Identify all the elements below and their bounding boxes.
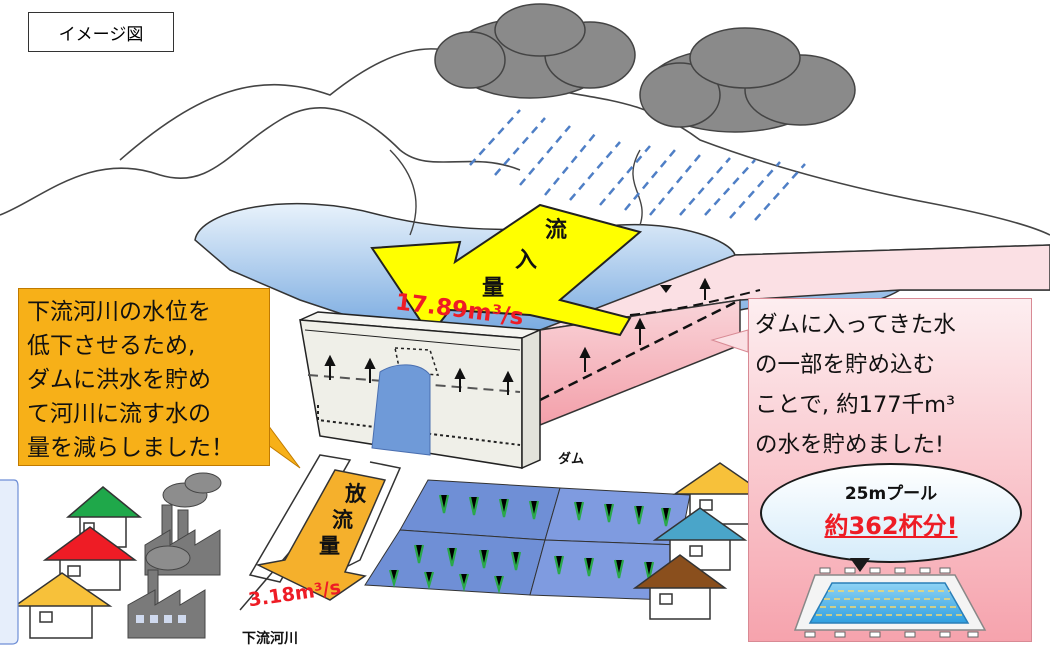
right-explanation-line: ダムに入ってきた水 (755, 312, 956, 338)
left-explanation-line: 量を減らしました！ (27, 435, 234, 461)
pool-count: 約362杯分! (824, 512, 958, 540)
water-level-marker-icon (660, 285, 672, 293)
stream-right (632, 149, 643, 226)
house-icon-3 (12, 572, 113, 639)
right-explanation-line: ことで, 約177千m³ (755, 392, 956, 418)
storm-cloud-icon-2 (639, 27, 856, 133)
left-callout-pointer (267, 423, 301, 469)
left-explanation-line: 低下させるため, (27, 333, 196, 359)
inflow-label-char: 量 (482, 276, 505, 301)
pool-caption: 25mプール (844, 484, 938, 504)
outflow-label-char: 放 (345, 482, 366, 506)
rain-icon (469, 109, 806, 221)
outflow-label-char: 流 (332, 508, 353, 532)
dam-dashed-line (307, 374, 521, 393)
outflow-arrow-icon (255, 469, 387, 601)
figure-label: イメージ図 (28, 12, 174, 52)
house-icon-6 (632, 554, 728, 620)
left-panel-edge (0, 479, 19, 645)
left-explanation-line: 下流河川の水位を (27, 299, 211, 325)
house-icon-2 (42, 526, 138, 591)
dam-label: ダム (558, 452, 585, 467)
swimming-pool-icon (793, 567, 987, 638)
downstream-river-label: 下流河川 (242, 631, 298, 647)
stream-left (389, 149, 417, 236)
storage-dashed-line-2 (629, 289, 761, 316)
storm-cloud-icon (434, 3, 636, 99)
dam-rise-arrows (324, 354, 514, 395)
dam-side (521, 328, 541, 470)
mountain-back (119, 48, 1050, 236)
left-explanation-line: て河川に流す水の (27, 401, 211, 427)
inflow-label-char: 流 (545, 218, 568, 243)
storage-dashed-line (539, 298, 741, 402)
dam-crest-line (304, 329, 521, 351)
right-explanation-line: の一部を貯め込む (755, 352, 936, 378)
left-explanation-line: ダムに洪水を貯め (27, 367, 211, 393)
inflow-arrow-icon (370, 203, 643, 337)
inflow-label-char: 入 (515, 248, 538, 273)
factory-icon-2 (127, 545, 206, 639)
spillway-outline (394, 347, 440, 376)
left-explanation-box: 下流河川の水位を 低下させるため, ダムに洪水を貯め て河川に流す水の 量を減ら… (18, 288, 270, 466)
rice-paddies (364, 479, 691, 601)
spillway-water (371, 364, 431, 456)
right-explanation-line: の水を貯めました! (755, 432, 945, 458)
outflow-label-char: 量 (319, 534, 340, 558)
pool-callout-oval: 25mプール 約362杯分! (760, 463, 1022, 563)
storage-rise-arrows (579, 277, 711, 372)
mountain-front (0, 107, 521, 216)
